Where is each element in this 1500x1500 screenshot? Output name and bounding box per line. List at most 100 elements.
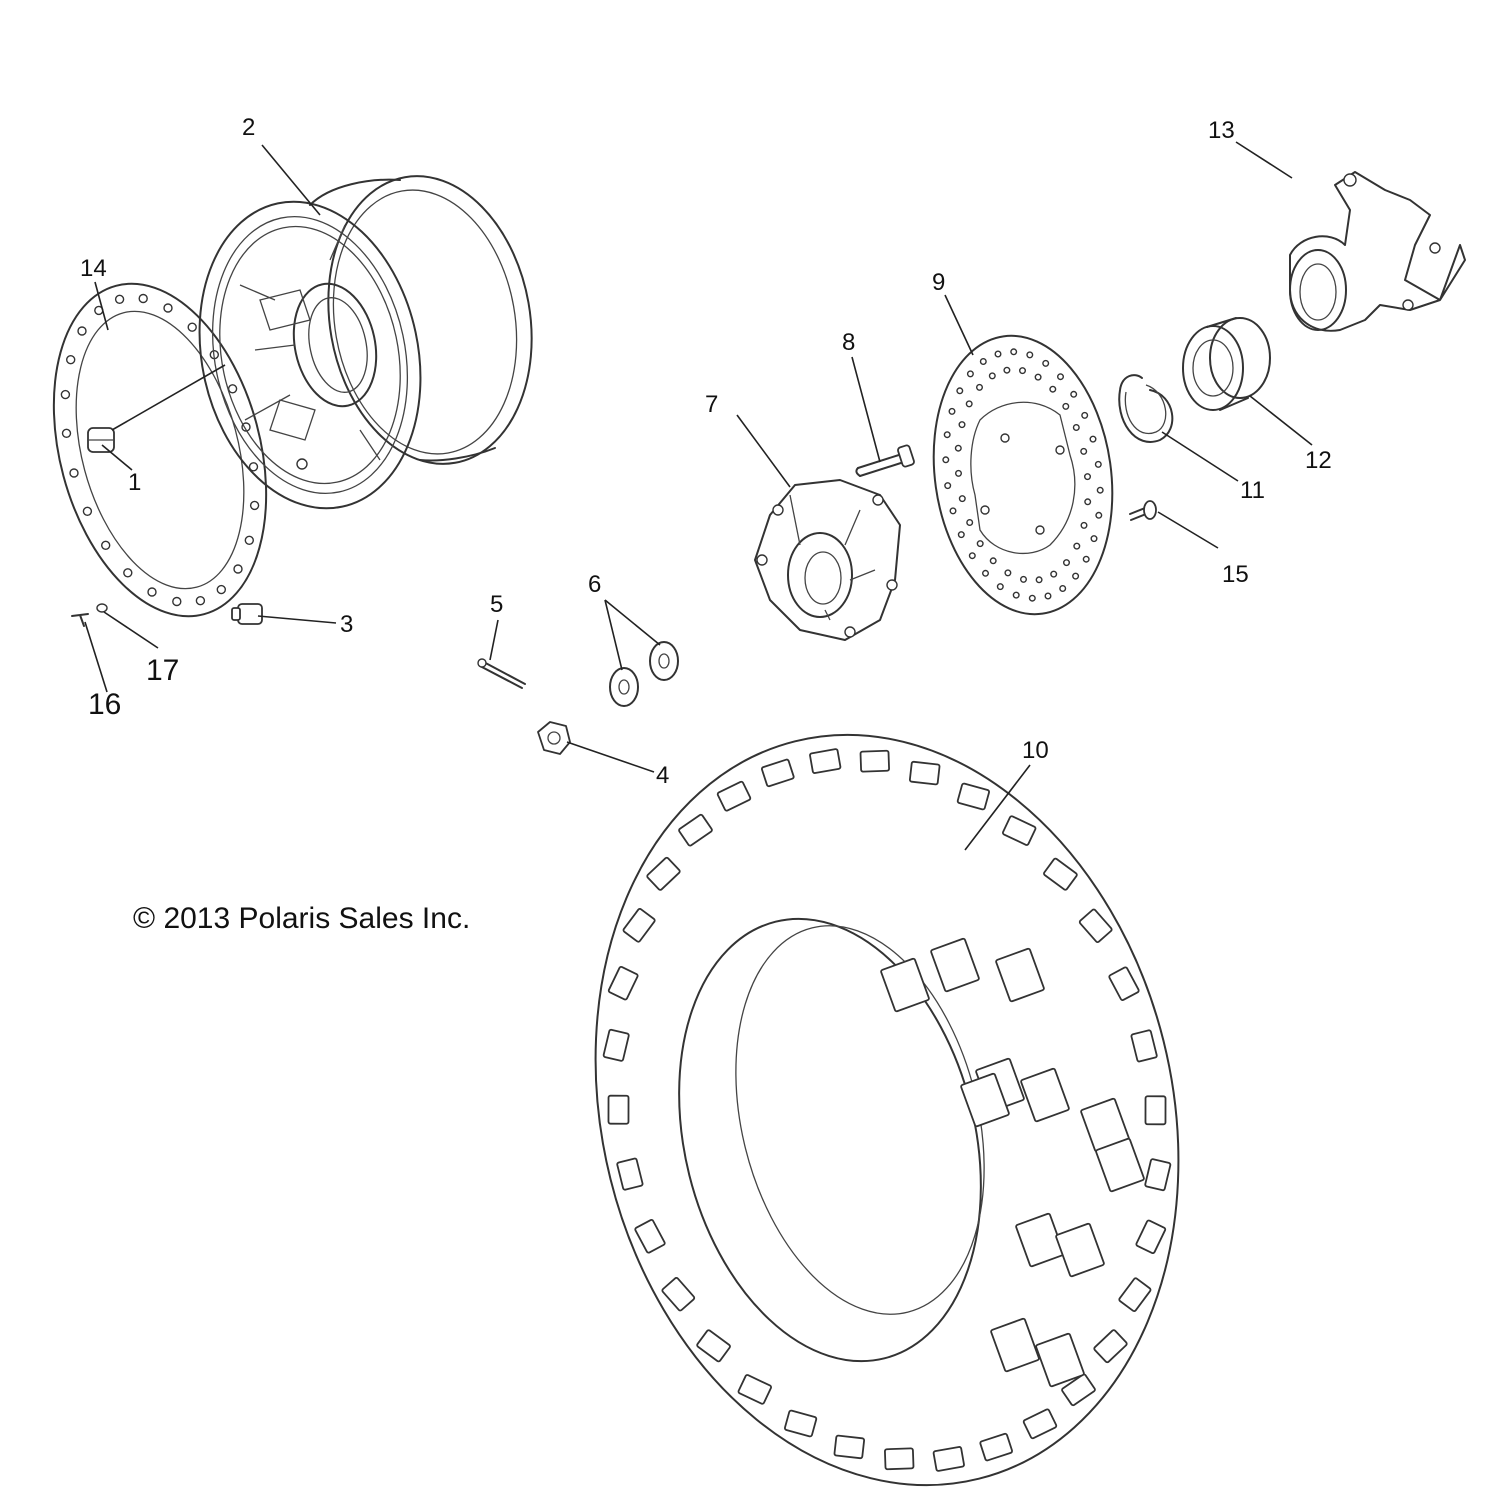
disc-vent-hole [958, 421, 966, 429]
wheel-hub [754, 479, 901, 641]
disc-vent-hole [966, 519, 974, 527]
disc-bolt [1129, 500, 1157, 521]
castle-nut [537, 721, 571, 755]
disc-vent-hole [982, 569, 990, 577]
tread-block [716, 780, 752, 812]
disc-vent-hole [1004, 569, 1012, 577]
disc-vent-hole [996, 583, 1004, 591]
ring-bolt-hole [216, 584, 227, 595]
callout-11: 11 [1240, 477, 1265, 504]
retaining-ring [1118, 374, 1174, 443]
disc-vent-hole [942, 456, 950, 464]
disc-vent-hole [1095, 511, 1103, 519]
washer-left [609, 667, 639, 707]
ring-bolt-hole [147, 587, 157, 597]
ring-bolt-hole [100, 540, 111, 550]
ring-bolt-hole [69, 468, 79, 478]
tread-block [833, 1434, 866, 1460]
callout-8: 8 [842, 329, 855, 356]
steering-knuckle [1289, 171, 1466, 332]
disc-vent-hole [1050, 570, 1058, 578]
wheel-rim [198, 175, 533, 510]
tread-block [1022, 1408, 1058, 1440]
wheel-stud [855, 444, 915, 477]
ring-bolt-hole [138, 293, 148, 304]
callout-9: 9 [932, 269, 945, 296]
disc-vent-hole [1003, 366, 1011, 374]
disc-vent-hole [958, 495, 966, 503]
disc-vent-hole [1049, 385, 1057, 393]
disc-vent-hole [949, 507, 957, 515]
tread-block-inner [930, 937, 980, 993]
callout-13: 13 [1208, 117, 1235, 144]
disc-vent-hole [1094, 460, 1102, 468]
disc-vent-hole [1080, 447, 1088, 455]
ring-bolt-hole [61, 428, 72, 438]
cotter-pin [477, 658, 526, 689]
disc-vent-hole [1019, 367, 1027, 375]
disc-vent-hole [957, 531, 965, 539]
ring-bolt-hole [82, 506, 93, 516]
tread-block-inner [995, 947, 1045, 1003]
tread-block [602, 1028, 630, 1062]
tread-block [1002, 815, 1037, 846]
disc-vent-hole [1089, 435, 1097, 443]
disc-vent-hole [944, 482, 952, 490]
callout-1: 1 [128, 469, 141, 496]
ring-bolt-hole [163, 303, 173, 313]
tread-block [1130, 1029, 1158, 1063]
tread-block-inner [990, 1317, 1040, 1373]
wheel-bearing [1182, 317, 1271, 411]
tread-block [678, 813, 713, 847]
tread-block [646, 856, 681, 891]
callout-4: 4 [656, 762, 669, 789]
tread-block [661, 1277, 696, 1312]
disc-vent-hole [1042, 359, 1050, 367]
disc-vent-hole [968, 552, 976, 560]
disc-vent-hole [1020, 575, 1028, 583]
ring-bolt-hole [227, 384, 238, 394]
disc-vent-hole [1070, 390, 1078, 398]
tread-block [737, 1374, 772, 1405]
disc-vent-hole [1096, 486, 1104, 494]
disc-vent-hole [966, 370, 974, 378]
tread-block [908, 760, 941, 786]
tread-block [884, 1447, 915, 1471]
washer-right [649, 641, 679, 681]
disc-vent-hole [1034, 373, 1042, 381]
disc-vent-hole [1073, 542, 1081, 550]
plug [231, 603, 263, 625]
disc-vent-hole [994, 350, 1002, 358]
ring-bolt-hole [187, 322, 197, 332]
tread-block [859, 749, 890, 773]
disc-vent-hole [1081, 411, 1089, 419]
tread-block [1061, 1373, 1096, 1407]
disc-vent-hole [1044, 592, 1052, 600]
tread-block [761, 758, 795, 788]
tread-block [634, 1219, 666, 1254]
ring-bolt-hole [114, 294, 125, 304]
callout-14: 14 [80, 255, 107, 282]
tread-block-inner [1055, 1222, 1105, 1278]
disc-vent-hole [1010, 348, 1018, 356]
tire [594, 733, 1180, 1487]
ring-bolt-hole [248, 462, 259, 472]
callout-10: 10 [1022, 737, 1049, 764]
disc-vent-hole [989, 557, 997, 565]
tread-block [809, 748, 842, 774]
tread-block [1135, 1219, 1167, 1254]
callout-5: 5 [490, 591, 503, 618]
disc-vent-hole [943, 431, 951, 439]
callout-3: 3 [340, 611, 353, 638]
tread-block [1144, 1095, 1167, 1126]
ring-bolt-hole [77, 326, 87, 336]
disc-vent-hole [954, 444, 962, 452]
callout-labels: 1 2 3 4 5 6 7 8 9 10 11 12 13 14 15 16 1… [80, 114, 1332, 789]
tread-block [696, 1329, 731, 1363]
disc-vent-hole [988, 372, 996, 380]
ring-bolt-hole [123, 568, 133, 578]
tread-block [607, 966, 639, 1001]
ring-bolt-hole [244, 535, 255, 545]
callout-15: 15 [1222, 561, 1249, 588]
